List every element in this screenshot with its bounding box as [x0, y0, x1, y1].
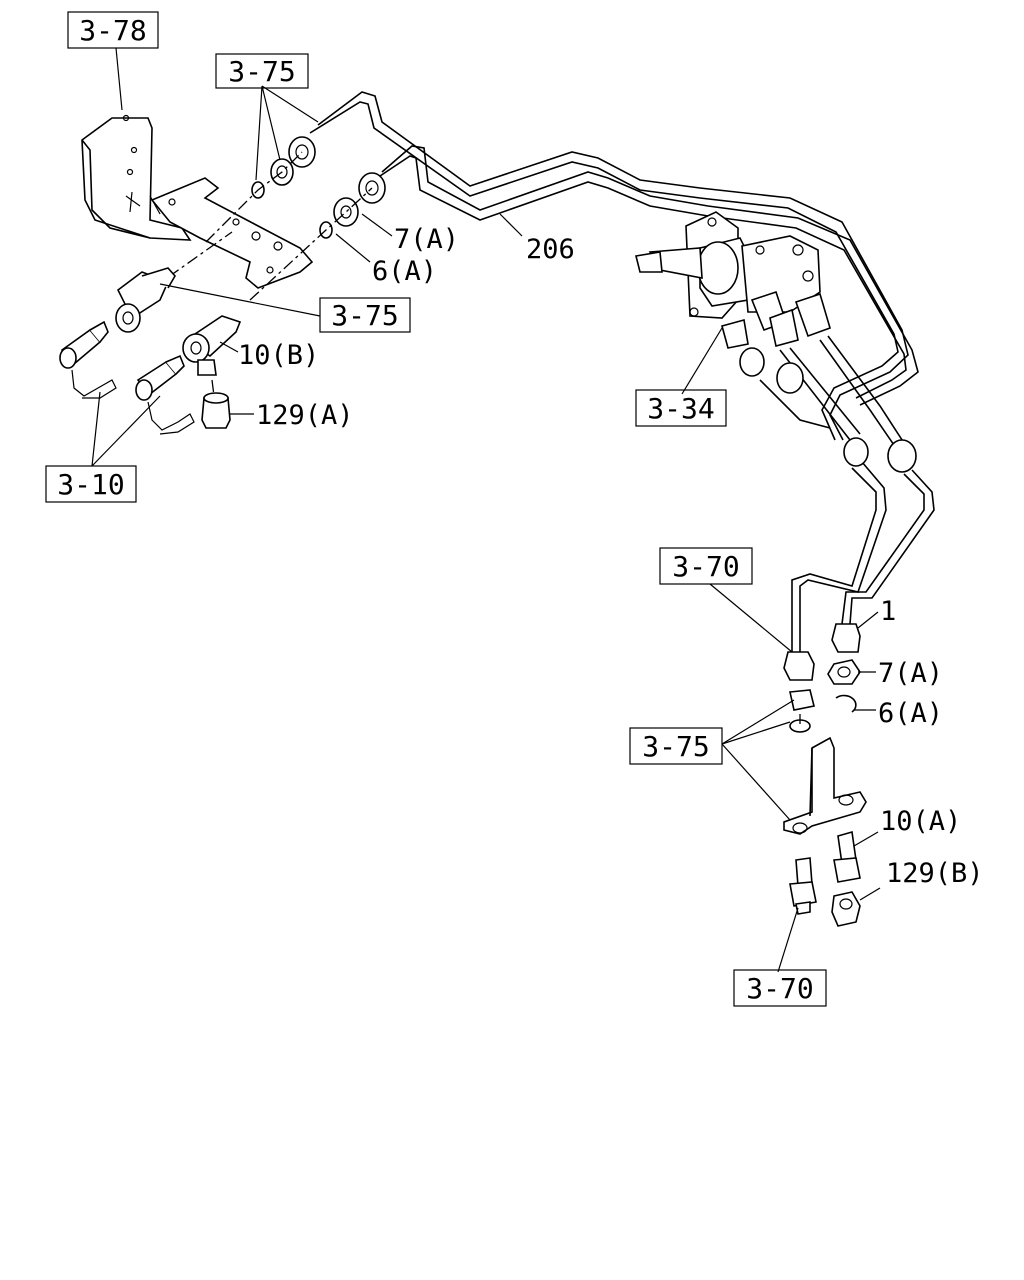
label-box-3-10: 3-10 — [45, 465, 137, 503]
label-3-34: 3-34 — [647, 392, 714, 425]
part-labels: 7(A) 206 6(A) 10(B) 129(A) 1 7(A) 6(A) 1… — [238, 224, 984, 889]
upper-fittings — [149, 136, 386, 301]
lower-bracket — [783, 736, 867, 835]
label-3-78: 3-78 — [79, 14, 146, 47]
label-3-75-top: 3-75 — [228, 55, 295, 88]
switch-hex-upper — [89, 320, 109, 343]
pipe-nut-left — [843, 437, 869, 467]
bracket-fold — [81, 139, 151, 239]
bracket-hole — [273, 241, 283, 251]
switch-hex-lower — [165, 354, 185, 375]
label-box-3-75-top: 3-75 — [215, 53, 309, 89]
valve-outlet-c — [794, 292, 831, 338]
valve-outlet-b — [769, 308, 799, 347]
label-10a: 10(A) — [880, 806, 961, 837]
pipe-down-right-a — [849, 469, 935, 625]
bracket-hole — [130, 146, 138, 154]
elbow-eye-upper — [115, 303, 141, 333]
mounting-bracket — [81, 114, 314, 289]
switch-wire-lower — [147, 401, 195, 435]
label-6a-top: 6(A) — [372, 256, 437, 287]
pipe-down-left-b — [791, 467, 877, 652]
pipe-valve-a — [819, 339, 897, 449]
valve-outlet-d — [721, 318, 749, 349]
label-box-3-78: 3-78 — [67, 11, 159, 49]
union-3-70-hex — [789, 881, 817, 907]
label-box-3-75-low: 3-75 — [629, 727, 723, 765]
label-10b: 10(B) — [238, 340, 319, 371]
nut-7a-top — [333, 197, 359, 227]
pipe-valve-b — [827, 335, 907, 447]
label-7a-low: 7(A) — [878, 658, 943, 689]
bracket-slot — [125, 191, 161, 215]
valve-cap — [697, 241, 739, 295]
pipe-valve-d — [789, 347, 861, 435]
label-box-3-70-bot: 3-70 — [733, 969, 827, 1007]
bracket-hole — [251, 231, 261, 241]
bracket-hole — [126, 168, 134, 176]
fuel-pipes — [309, 91, 935, 652]
label-3-75-low: 3-75 — [642, 730, 709, 763]
label-box-3-70-top: 3-70 — [659, 547, 753, 585]
left-sensors — [59, 267, 242, 435]
union-3-70-tail — [795, 901, 811, 915]
pipe-down-right-b — [841, 473, 925, 625]
washer-6a-low — [835, 694, 857, 713]
label-7a-top: 7(A) — [394, 224, 459, 255]
pipe-206-inner — [373, 155, 907, 399]
bracket-hole — [266, 266, 274, 274]
nut-3-70 — [783, 651, 815, 681]
label-3-75-mid: 3-75 — [331, 299, 398, 332]
valve-stem-tip — [635, 251, 663, 273]
union-10a-hex — [833, 857, 861, 883]
elbow-stem-10b — [197, 359, 217, 376]
valve-block-3-34 — [635, 211, 917, 473]
label-129a: 129(A) — [256, 400, 354, 431]
bracket-arm — [150, 177, 314, 289]
label-3-70-bot: 3-70 — [746, 972, 813, 1005]
pipe-upper-inner — [309, 101, 899, 441]
nut-part-1 — [831, 623, 861, 653]
valve-nut-d — [739, 347, 765, 377]
nut-3-75-low — [789, 689, 815, 711]
label-3-70-top: 3-70 — [672, 550, 739, 583]
elbow-nozzle-upper — [141, 267, 176, 289]
label-3-10: 3-10 — [57, 468, 124, 501]
bracket-hole — [168, 198, 176, 206]
pipe-upper-outer — [317, 91, 909, 441]
center-line-mid — [249, 187, 373, 301]
label-1: 1 — [880, 596, 896, 627]
center-line-top — [205, 151, 303, 243]
valve-nut-e — [776, 362, 804, 394]
center-line-plug — [211, 379, 215, 397]
pipe-nut-right — [887, 439, 917, 473]
label-box-3-34: 3-34 — [635, 389, 727, 427]
pipe-valve-e — [759, 379, 831, 429]
nut-7a-low — [827, 659, 861, 685]
label-box-3-75-mid: 3-75 — [319, 297, 411, 333]
switch-wire-upper — [71, 369, 117, 399]
label-206: 206 — [526, 234, 575, 265]
lower-bracket-fold — [809, 747, 813, 817]
lower-fittings — [783, 623, 867, 927]
bracket-hole — [232, 218, 240, 226]
label-6a-low: 6(A) — [878, 698, 943, 729]
pipe-206-outer — [381, 145, 919, 406]
elbow-eye-10b — [182, 333, 210, 363]
bracket-hole — [122, 114, 130, 122]
label-129b: 129(B) — [886, 858, 984, 889]
leader-lines — [91, 47, 881, 973]
